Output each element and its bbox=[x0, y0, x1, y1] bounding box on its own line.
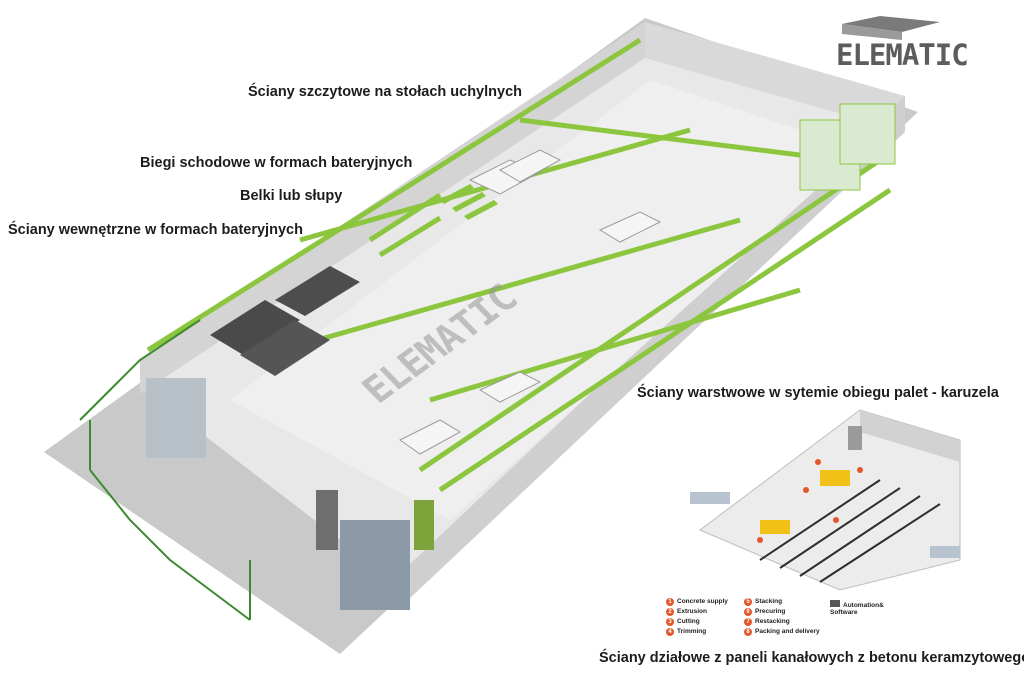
elematic-logo: ELEMATIC bbox=[836, 14, 969, 72]
tilting-tables bbox=[399, 149, 662, 455]
inset-marker bbox=[803, 487, 809, 493]
conveyor-line bbox=[299, 217, 741, 348]
mixing-plant bbox=[146, 378, 434, 610]
inset-machine bbox=[760, 520, 790, 534]
label-gable-walls: Ściany szczytowe na stołach uchylnych bbox=[248, 84, 522, 100]
inset-bed bbox=[819, 503, 941, 583]
label-sandwich-walls: Ściany warstwowe w sytemie obiegu palet … bbox=[637, 385, 999, 401]
inset-marker bbox=[815, 459, 821, 465]
label-partition-walls: Ściany działowe z paneli kanałowych z be… bbox=[599, 650, 1024, 666]
inset-wall bbox=[860, 410, 960, 462]
rack bbox=[839, 103, 896, 165]
curing-racks bbox=[799, 103, 896, 191]
label-stair-flights: Biegi schodowe w formach bateryjnych bbox=[140, 155, 413, 171]
beam-mould bbox=[452, 192, 486, 212]
inset-machines bbox=[760, 470, 850, 534]
silo bbox=[414, 500, 434, 550]
conveyor-line bbox=[146, 37, 642, 353]
battery-mould bbox=[275, 266, 360, 316]
inset-truck bbox=[690, 492, 730, 504]
truss bbox=[79, 319, 201, 421]
conveyor-lines bbox=[146, 37, 892, 493]
battery-mould bbox=[240, 320, 330, 376]
silo bbox=[316, 490, 338, 550]
beam-moulds bbox=[440, 184, 498, 220]
inset-silo bbox=[848, 426, 862, 450]
floor-highlight bbox=[230, 80, 860, 520]
legend-software: Automation& Software bbox=[830, 600, 884, 616]
logo-cube-icon bbox=[842, 16, 940, 40]
inset-floor bbox=[699, 409, 961, 591]
conveyor-line bbox=[378, 215, 442, 258]
table bbox=[498, 149, 562, 183]
label-internal-walls: Ściany wewnętrzne w formach bateryjnych bbox=[8, 222, 303, 238]
plant-tower bbox=[146, 378, 206, 458]
inset-bed bbox=[759, 479, 881, 561]
conveyor-line bbox=[418, 157, 882, 473]
conveyor-line bbox=[438, 187, 892, 493]
battery-moulds bbox=[210, 266, 360, 376]
inset-bed bbox=[799, 495, 921, 577]
inset-markers bbox=[757, 459, 863, 543]
inset-marker bbox=[857, 467, 863, 473]
logo-text: ELEMATIC bbox=[836, 38, 969, 72]
table bbox=[598, 211, 662, 243]
beam-mould bbox=[464, 200, 498, 220]
truss bbox=[89, 469, 251, 621]
truss-supports bbox=[79, 319, 251, 621]
inset-truck bbox=[930, 546, 960, 558]
inset-machine bbox=[820, 470, 850, 486]
table bbox=[478, 371, 542, 403]
inset-beds bbox=[759, 479, 941, 583]
conveyor-line bbox=[429, 287, 801, 403]
beam-mould bbox=[440, 184, 474, 204]
plant-building bbox=[340, 520, 410, 610]
inset-trucks bbox=[690, 492, 960, 558]
conveyor-line bbox=[519, 117, 841, 163]
inset-bed bbox=[779, 487, 901, 569]
table bbox=[399, 419, 462, 455]
battery-mould bbox=[210, 300, 300, 356]
computer-icon bbox=[830, 600, 840, 607]
inset-marker bbox=[833, 517, 839, 523]
hollowcore-plant-inset bbox=[690, 409, 961, 591]
label-beams-columns: Belki lub słupy bbox=[240, 188, 343, 204]
inset-marker bbox=[757, 537, 763, 543]
